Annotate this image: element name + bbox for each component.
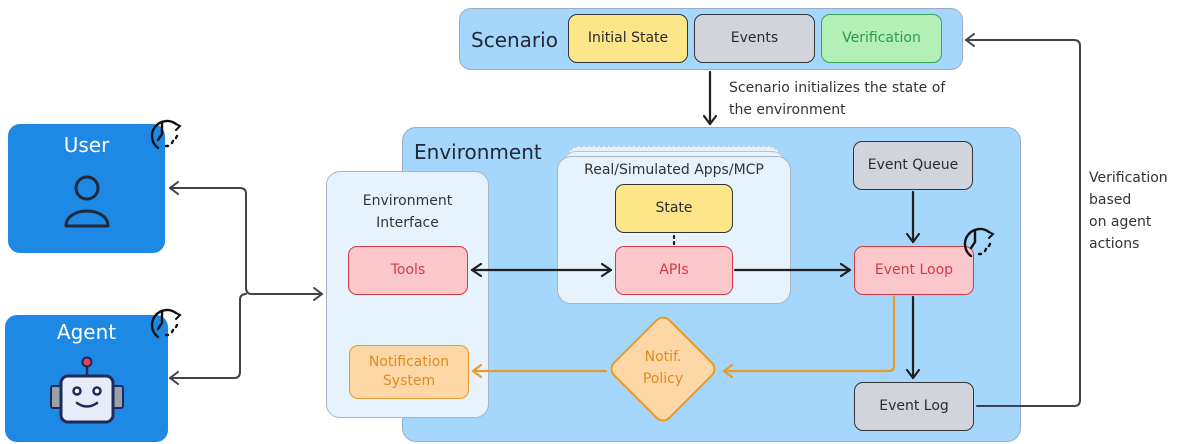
tools-label: Tools <box>390 262 426 279</box>
state-box: State <box>615 184 733 233</box>
event-loop-box: Event Loop <box>854 246 974 295</box>
scenario-init-note-line2: the environment <box>729 102 846 118</box>
initial-state-label: Initial State <box>587 30 669 47</box>
verification-note: Verification based on agent actions <box>1089 167 1168 255</box>
environment-title: Environment <box>414 140 542 164</box>
state-label: State <box>655 200 693 217</box>
scenario-init-note-line1: Scenario initializes the state of <box>729 80 946 96</box>
user-icon <box>64 175 110 228</box>
policy-label-line2: Policy <box>642 371 684 387</box>
apis-label: APIs <box>659 262 689 279</box>
tools-box: Tools <box>348 246 468 295</box>
notification-system-box: Notification System <box>349 345 469 399</box>
event-queue-box: Event Queue <box>853 141 973 190</box>
verification-note-line1: Verification <box>1089 170 1168 186</box>
interface-title-line2: Interface <box>376 215 439 231</box>
verification-note-line2: based <box>1089 192 1132 208</box>
user-box <box>8 124 165 253</box>
notification-label-line2: System <box>382 373 436 389</box>
apps-title: Real/Simulated Apps/MCP <box>584 162 764 178</box>
apis-box: APIs <box>615 246 733 295</box>
interface-title-line1: Environment <box>362 193 453 209</box>
verification-label: Verification <box>842 30 921 47</box>
event-log-label: Event Log <box>879 398 949 415</box>
scenario-initial-state: Initial State <box>568 14 688 63</box>
arrow-actors-interface <box>169 187 323 379</box>
events-label: Events <box>730 30 779 47</box>
scenario-events: Events <box>694 14 815 63</box>
event-log-box: Event Log <box>854 382 974 431</box>
scenario-title: Scenario <box>471 28 558 52</box>
event-loop-label: Event Loop <box>874 262 954 279</box>
robot-icon <box>50 356 124 424</box>
user-label: User <box>63 133 110 157</box>
scenario-verification: Verification <box>821 14 942 63</box>
event-queue-label: Event Queue <box>867 157 959 174</box>
policy-label-line1: Notif. <box>644 349 682 365</box>
verification-note-line3: on agent <box>1089 214 1152 230</box>
agent-label: Agent <box>56 320 117 344</box>
verification-note-line4: actions <box>1089 236 1140 252</box>
notification-label-line1: Notification <box>368 354 450 371</box>
